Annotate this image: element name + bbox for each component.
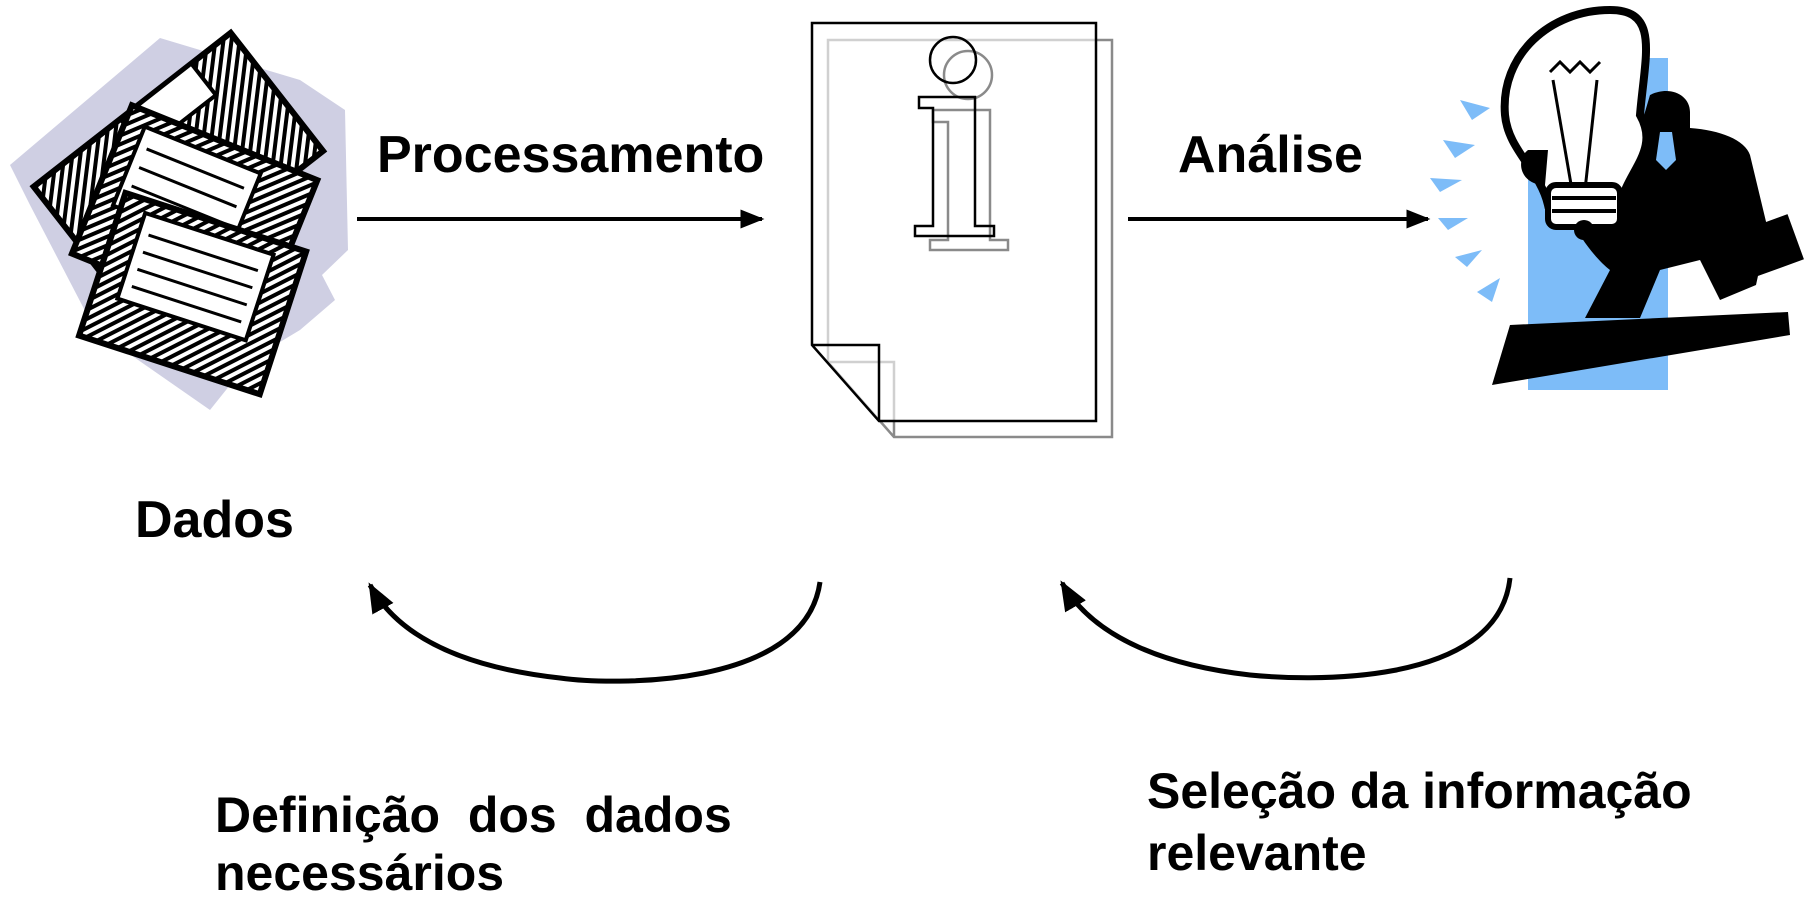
information-document-icon: [810, 21, 1114, 439]
definition-feedback-arrow: [367, 581, 823, 684]
selection-label-line1: Seleção da informação: [1147, 763, 1692, 819]
data-label: Dados: [135, 491, 294, 549]
selection-label-line2: relevante: [1147, 825, 1367, 881]
processing-label: Processamento: [377, 126, 764, 184]
selection-feedback-arrow: [1059, 577, 1513, 681]
definition-label-line1: Definição dos dados: [215, 787, 732, 843]
definition-label-line2: necessários: [215, 845, 504, 901]
floppy-disks-icon: [10, 28, 348, 410]
analysis-label: Análise: [1178, 126, 1363, 184]
businessman-lightbulb-icon: [1430, 5, 1804, 390]
